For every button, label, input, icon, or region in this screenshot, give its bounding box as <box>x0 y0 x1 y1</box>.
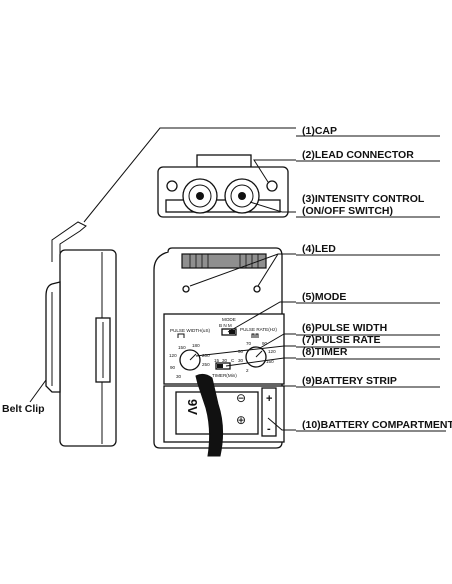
label-intensity-control: (3)INTENSITY CONTROL <box>302 193 425 205</box>
pr-tick: 30 <box>238 358 244 363</box>
pw-tick: 120 <box>169 353 177 358</box>
mode-options: B N M <box>219 323 232 328</box>
label-timer: (8)TIMER <box>302 346 348 358</box>
control-panel <box>163 313 285 385</box>
pulse-rate-title: PULSE RATE(Hz) <box>240 327 277 332</box>
leader-lines <box>29 127 446 432</box>
label-cap: (1)CAP <box>302 125 337 137</box>
pr-tick: 2 <box>246 368 249 373</box>
pw-tick: 180 <box>192 343 200 348</box>
label-battery-compartment: (10)BATTERY COMPARTMENT <box>302 419 452 431</box>
lead-connector-left <box>166 180 178 192</box>
pw-tick: 90 <box>170 365 176 370</box>
label-belt-clip: Belt Clip <box>2 403 45 415</box>
terminal-minus: - <box>267 423 271 435</box>
pw-tick: 30 <box>176 374 182 379</box>
led-right <box>253 285 261 293</box>
label-pulse-rate: (7)PULSE RATE <box>302 334 381 346</box>
lead-connector-right <box>266 180 278 192</box>
label-mode: (5)MODE <box>302 291 346 303</box>
pw-tick: 150 <box>178 345 186 350</box>
pr-tick: 150 <box>266 359 274 364</box>
callout-labels: (1)CAP (2)LEAD CONNECTOR (3)INTENSITY CO… <box>2 125 452 431</box>
cap-hook <box>51 221 87 262</box>
pr-tick: 120 <box>268 349 276 354</box>
pr-tick: 90 <box>262 341 268 346</box>
front-cap <box>181 253 267 269</box>
timer-title: TIMER(Min) <box>212 373 237 378</box>
label-led: (4)LED <box>302 243 336 255</box>
label-pulse-width: (6)PULSE WIDTH <box>302 322 387 334</box>
belt-clip <box>45 281 61 393</box>
mode-title: MODE <box>222 317 236 322</box>
battery-voltage: 9V <box>185 399 200 415</box>
pw-tick: 200 <box>202 353 210 358</box>
front-view: PULSE WIDTH(uS) PULSE RATE(Hz) MODE B N … <box>153 247 285 457</box>
timer-tick: 15 <box>214 358 220 363</box>
top-view <box>157 154 289 218</box>
timer-tick: 30 <box>222 358 228 363</box>
side-view <box>45 221 117 447</box>
battery-strip <box>195 373 224 457</box>
label-battery-strip: (9)BATTERY STRIP <box>302 375 397 387</box>
label-on-off-switch: (ON/OFF SWITCH) <box>302 205 393 217</box>
pr-tick: 50 <box>238 349 244 354</box>
timer-tick: C <box>231 358 235 363</box>
label-lead-connector: (2)LEAD CONNECTOR <box>302 149 414 161</box>
pulse-width-title: PULSE WIDTH(uS) <box>170 328 211 333</box>
pw-tick: 250 <box>202 362 210 367</box>
terminal-plus: + <box>266 393 272 405</box>
led-left <box>182 285 190 293</box>
pr-tick: 70 <box>246 341 252 346</box>
battery-plus-terminal: ⊕ <box>236 413 246 427</box>
battery-minus-terminal: ⊖ <box>236 391 246 405</box>
